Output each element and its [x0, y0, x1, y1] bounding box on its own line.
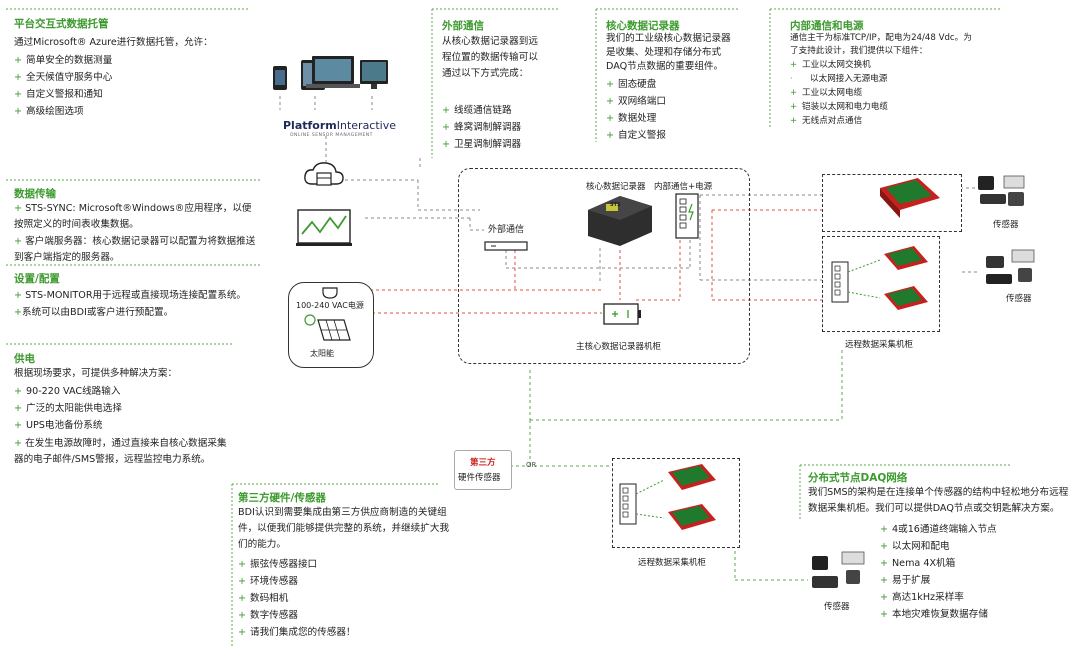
- platform-brand-logo: PlatformInteractive: [283, 119, 397, 132]
- list-item: +本地灾难恢复数据存储: [880, 609, 988, 620]
- sensors-label-2: 传感器: [1006, 294, 1032, 304]
- list-item: +自定义警报和通知: [14, 89, 103, 100]
- power-option-list: +90-220 VAC线路输入 +广泛的太阳能供电选择 +UPS电池备份系统: [14, 383, 122, 434]
- list-item: +线缆通信链路: [442, 105, 512, 116]
- external-section-intro: 从核心数据记录器到远程位置的数据传输可以通过以下方式完成：: [442, 36, 538, 79]
- list-item: +卫星调制解调器: [442, 139, 522, 150]
- list-item: +振弦传感器接口: [238, 559, 318, 570]
- sensors-label-1: 传感器: [993, 220, 1019, 230]
- transfer-section-title: 数据传输: [14, 188, 56, 200]
- internal-section-intro: 通信主干为标准TCP/IP，配电为24/48 Vdc。为了支持此设计，我们提供以…: [790, 33, 972, 56]
- external-comm-label: 外部通信: [488, 225, 525, 235]
- list-item: +易于扩展: [880, 575, 931, 586]
- list-item: +铠装以太网和电力电缆: [790, 102, 888, 112]
- distributed-feature-list: +4或16通道终端输入节点 +以太网和配电 +Nema 4X机箱 +易于扩展 +…: [880, 521, 997, 623]
- thirdparty-list: +振弦传感器接口 +环境传感器 +数码相机 +数字传感器 +请我们集成您的传感器…: [238, 556, 356, 641]
- distributed-section-intro: 我们SMS的架构是在连接单个传感器的结构中轻松地分布远程数据采集机柜。我们可以提…: [808, 487, 1069, 514]
- list-item: +无线点对点通信: [790, 116, 863, 126]
- remote-cabinet-2: [612, 458, 740, 548]
- list-item: +Nema 4X机箱: [880, 558, 956, 569]
- internal-component-list: +工业以太网交换机 ·以太网接入无源电源 +工业以太网电缆 +铠装以太网和电力电…: [790, 58, 888, 128]
- power-source-label: 100-240 VAC电源: [296, 301, 364, 310]
- list-item: +数字传感器: [238, 610, 298, 621]
- core-logger-label: 核心数据记录器: [586, 182, 646, 192]
- internal-section-title: 内部通信和电源: [790, 20, 864, 32]
- thirdparty-section-title: 第三方硬件/传感器: [238, 492, 326, 504]
- main-cabinet-box: [458, 168, 750, 364]
- config-section-title: 设置/配置: [14, 273, 60, 285]
- thirdparty-hardware-box: [454, 450, 512, 490]
- list-item: +固态硬盘: [606, 79, 657, 90]
- external-section-title: 外部通信: [442, 20, 484, 32]
- distributed-section-title: 分布式节点DAQ网络: [808, 472, 908, 484]
- config-item-2: +系统可以由BDI或客户进行预配置。: [14, 307, 174, 318]
- list-item: +广泛的太阳能供电选择: [14, 403, 122, 414]
- remote-cabinet-2-label: 远程数据采集机柜: [638, 558, 707, 568]
- list-item: +蜂窝调制解调器: [442, 122, 522, 133]
- list-item: +双网络端口: [606, 96, 666, 107]
- remote-cabinet-1: [822, 236, 940, 332]
- core-section-title: 核心数据记录器: [606, 20, 680, 32]
- list-item: +全天候值守服务中心: [14, 72, 113, 83]
- power-item-4: + 在发生电源故障时，通过直接来自核心数据采集器的电子邮件/SMS警报，远程监控…: [14, 438, 227, 465]
- transfer-item-1: + STS-SYNC: Microsoft®Windows®应用程序，以便按照定…: [14, 203, 252, 230]
- list-item: +环境传感器: [238, 576, 298, 587]
- list-item: +UPS电池备份系统: [14, 420, 103, 431]
- remote-cabinet-1-label: 远程数据采集机柜: [845, 340, 914, 350]
- list-item: +以太网和配电: [880, 541, 950, 552]
- list-item: +数据处理: [606, 113, 657, 124]
- external-method-list: +线缆通信链路 +蜂窝调制解调器 +卫星调制解调器: [442, 102, 521, 153]
- core-feature-list: +固态硬盘 +双网络端口 +数据处理 +自定义警报: [606, 76, 666, 144]
- list-item: +工业以太网交换机: [790, 60, 871, 70]
- list-item: ·以太网接入无源电源: [790, 74, 888, 84]
- transfer-item-2: + 客户端服务器：核心数据记录器可以配置为将数据推送到客户端指定的服务器。: [14, 236, 256, 263]
- sensors-label-3: 传感器: [824, 602, 850, 612]
- internal-comm-label: 内部通信+电源: [654, 182, 713, 192]
- main-cabinet-label: 主核心数据记录器机柜: [576, 342, 662, 352]
- or-label: OR: [526, 461, 537, 469]
- power-section-title: 供电: [14, 353, 35, 365]
- list-item: +简单安全的数据测量: [14, 55, 113, 66]
- thirdparty-box-title: 第三方: [470, 458, 496, 468]
- list-item: +数码相机: [238, 593, 289, 604]
- logger-brand-label: STS: [610, 202, 621, 208]
- cloud-feature-list: +简单安全的数据测量 +全天候值守服务中心 +自定义警报和通知 +高级绘图选项: [14, 52, 112, 120]
- list-item: +4或16通道终端输入节点: [880, 524, 997, 535]
- list-item: +高达1kHz采样率: [880, 592, 964, 603]
- config-item-1: + STS-MONITOR用于远程或直接现场连接配置系统。: [14, 290, 247, 301]
- list-item: +请我们集成您的传感器！: [238, 627, 356, 638]
- thirdparty-box-subtitle: 硬件传感器: [458, 473, 501, 483]
- core-section-intro: 我们的工业级核心数据记录器是收集、处理和存储分布式DAQ节点数据的重要组件。: [606, 33, 731, 72]
- list-item: +工业以太网电缆: [790, 88, 863, 98]
- cloud-section-intro: 通过Microsoft® Azure进行数据托管，允许：: [14, 37, 213, 48]
- list-item: +高级绘图选项: [14, 106, 84, 117]
- list-item: +90-220 VAC线路输入: [14, 386, 121, 397]
- solar-label: 太阳能: [310, 349, 334, 358]
- power-section-intro: 根据现场要求，可提供多种解决方案：: [14, 368, 178, 379]
- remote-node-top: [822, 174, 962, 232]
- thirdparty-section-intro: BDI认识到需要集成由第三方供应商制造的关键组件，以便我们能够提供完整的系统，并…: [238, 507, 450, 550]
- platform-tagline: ONLINE SENSOR MANAGEMENT: [290, 133, 373, 138]
- list-item: +自定义警报: [606, 130, 666, 141]
- cloud-section-title: 平台交互式数据托管: [14, 18, 109, 30]
